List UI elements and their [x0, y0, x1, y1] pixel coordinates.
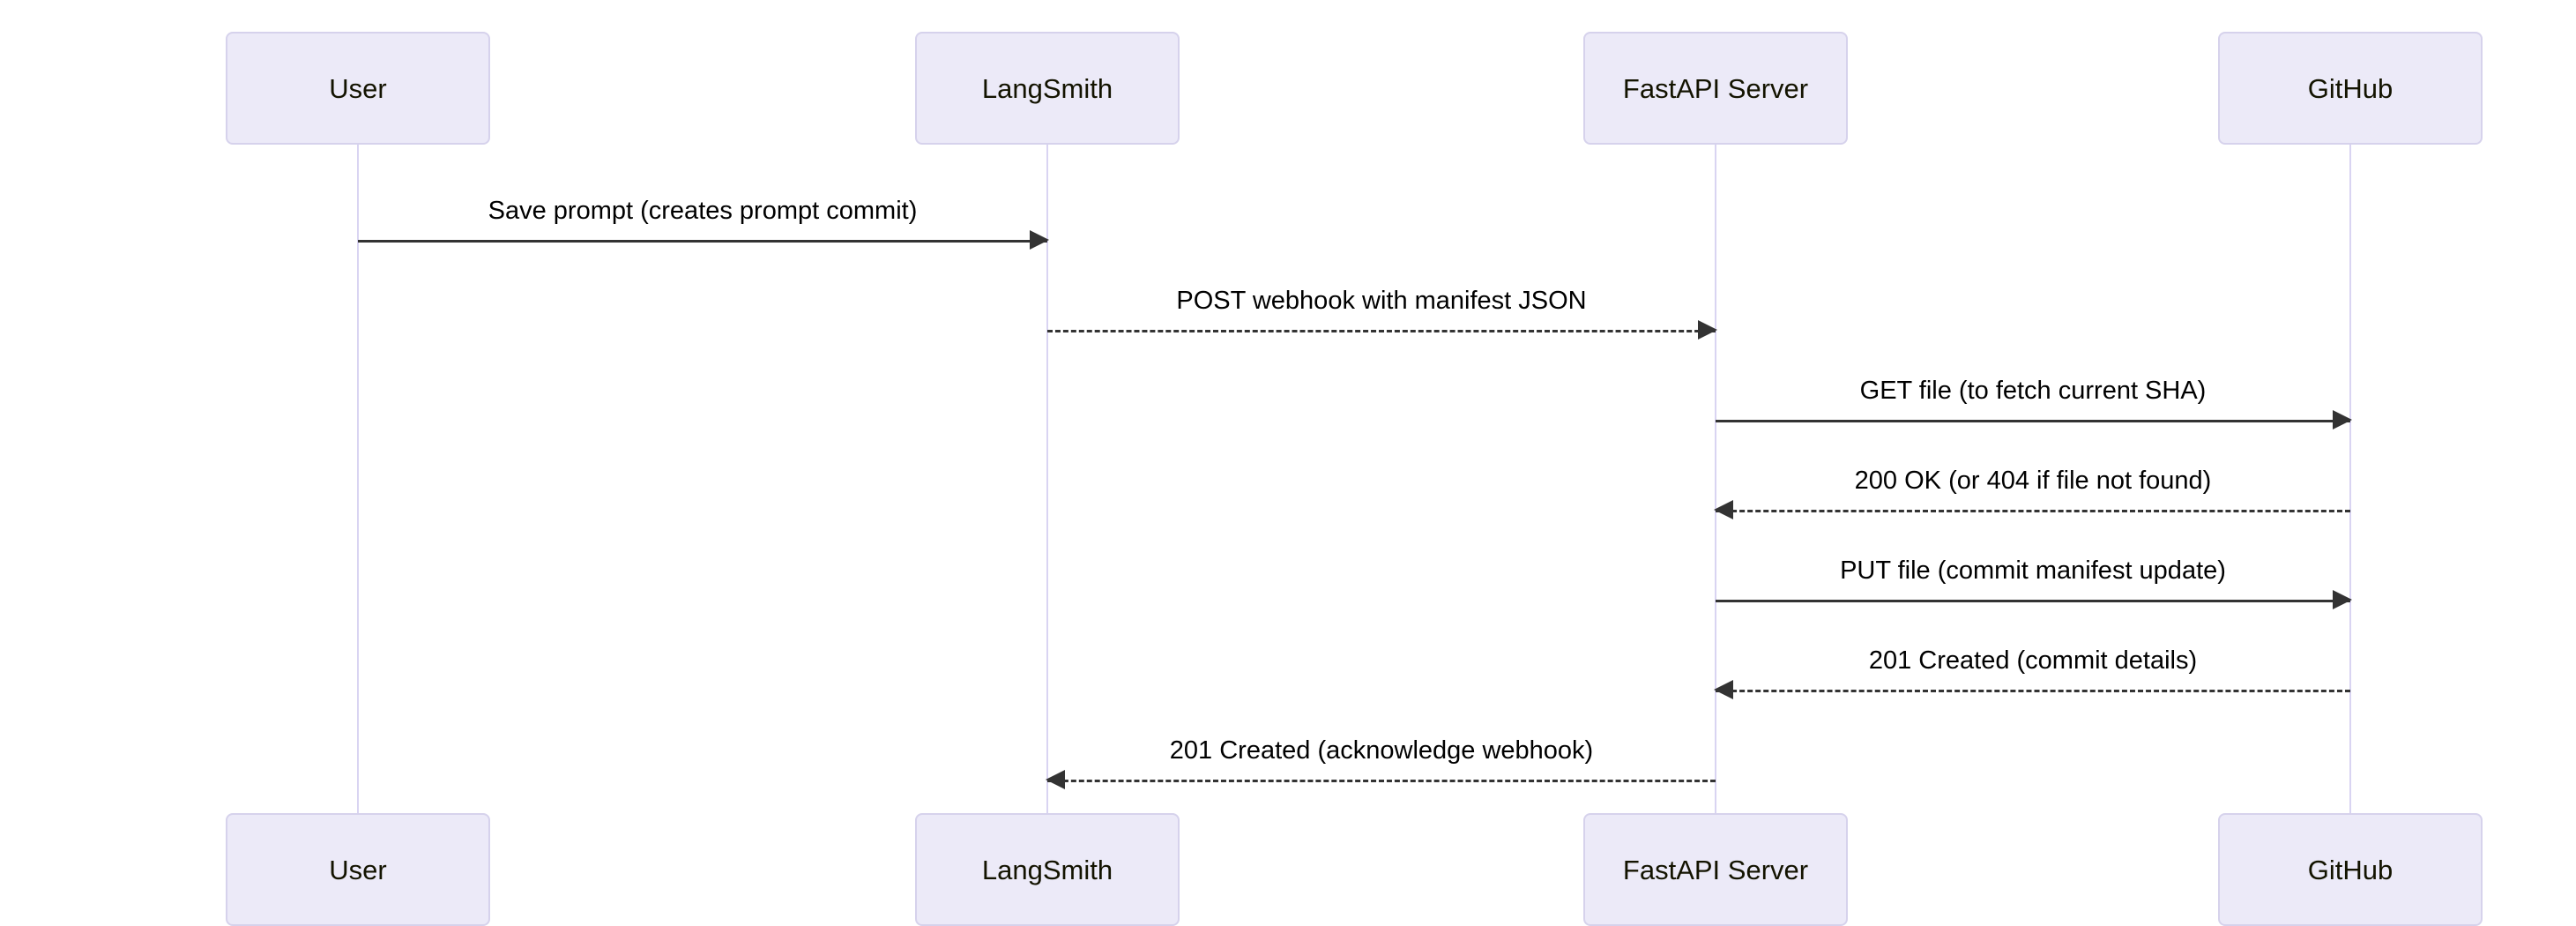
message-line-7	[1047, 780, 1716, 782]
message-line-2	[1047, 330, 1716, 332]
participant-label-github: GitHub	[2307, 854, 2394, 885]
message-label-5: PUT file (commit manifest update)	[1840, 556, 2226, 585]
arrowhead-right-3	[2333, 410, 2352, 429]
message-label-6: 201 Created (commit details)	[1868, 646, 2198, 675]
message-line-4	[1716, 510, 2350, 512]
participant-box-user-bottom[interactable]: User	[226, 813, 490, 926]
participant-label-fastapi: FastAPI Server	[1622, 854, 1809, 885]
message-line-6	[1716, 690, 2350, 692]
participant-box-github-bottom[interactable]: GitHub	[2218, 813, 2483, 926]
lifeline-fastapi	[1715, 145, 1716, 813]
participant-box-langsmith-top[interactable]: LangSmith	[915, 32, 1180, 145]
arrowhead-right-5	[2333, 590, 2352, 609]
message-line-5	[1716, 600, 2350, 602]
participant-label-user: User	[329, 854, 387, 885]
lifeline-github	[2349, 145, 2351, 813]
lifeline-langsmith	[1046, 145, 1048, 813]
arrowhead-left-7	[1046, 770, 1065, 789]
message-label-4: 200 OK (or 404 if file not found)	[1854, 467, 2212, 495]
message-line-1	[358, 240, 1047, 243]
arrowhead-right-1	[1030, 230, 1049, 250]
participant-box-user-top[interactable]: User	[226, 32, 490, 145]
participant-box-langsmith-bottom[interactable]: LangSmith	[915, 813, 1180, 926]
lifeline-user	[357, 145, 359, 813]
message-label-2: POST webhook with manifest JSON	[1176, 287, 1587, 315]
participant-label-user: User	[329, 72, 387, 104]
participant-label-fastapi: FastAPI Server	[1622, 72, 1809, 104]
message-label-7: 201 Created (acknowledge webhook)	[1169, 736, 1594, 765]
participant-label-github: GitHub	[2307, 72, 2394, 104]
message-label-1: Save prompt (creates prompt commit)	[488, 197, 918, 225]
participant-label-langsmith: LangSmith	[981, 72, 1113, 104]
arrowhead-left-6	[1714, 680, 1733, 699]
arrowhead-left-4	[1714, 500, 1733, 519]
participant-box-fastapi-top[interactable]: FastAPI Server	[1583, 32, 1848, 145]
participant-box-fastapi-bottom[interactable]: FastAPI Server	[1583, 813, 1848, 926]
participant-label-langsmith: LangSmith	[981, 854, 1113, 885]
message-line-3	[1716, 420, 2350, 422]
arrowhead-right-2	[1698, 320, 1717, 340]
message-label-3: GET file (to fetch current SHA)	[1859, 377, 2207, 405]
participant-box-github-top[interactable]: GitHub	[2218, 32, 2483, 145]
